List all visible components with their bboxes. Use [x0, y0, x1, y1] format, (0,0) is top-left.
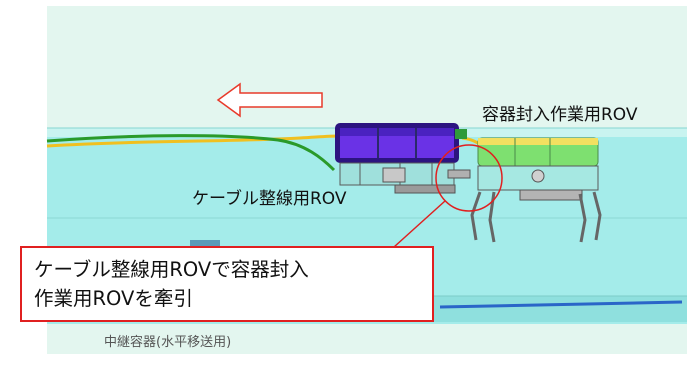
yellow-cable [46, 134, 339, 148]
vessel-rov [470, 137, 602, 243]
vessel-rov-label: 容器封入作業用ROV [482, 105, 638, 125]
callout-box: ケーブル整線用ROVで容器封入 作業用ROVを牽引 [20, 246, 434, 322]
highlight-circle [435, 144, 503, 212]
callout-line-1: ケーブル整線用ROVで容器封入 [34, 258, 309, 281]
cable-rov [335, 123, 471, 194]
green-cable [46, 134, 336, 172]
relay-container-label: 中継容器(水平移送用) [104, 335, 232, 350]
callout-line-2: 作業用ROVを牽引 [34, 287, 193, 310]
cable-rov-label: ケーブル整線用ROV [192, 189, 347, 209]
callout-leader-line [393, 200, 446, 248]
left-arrow-icon [216, 82, 323, 118]
